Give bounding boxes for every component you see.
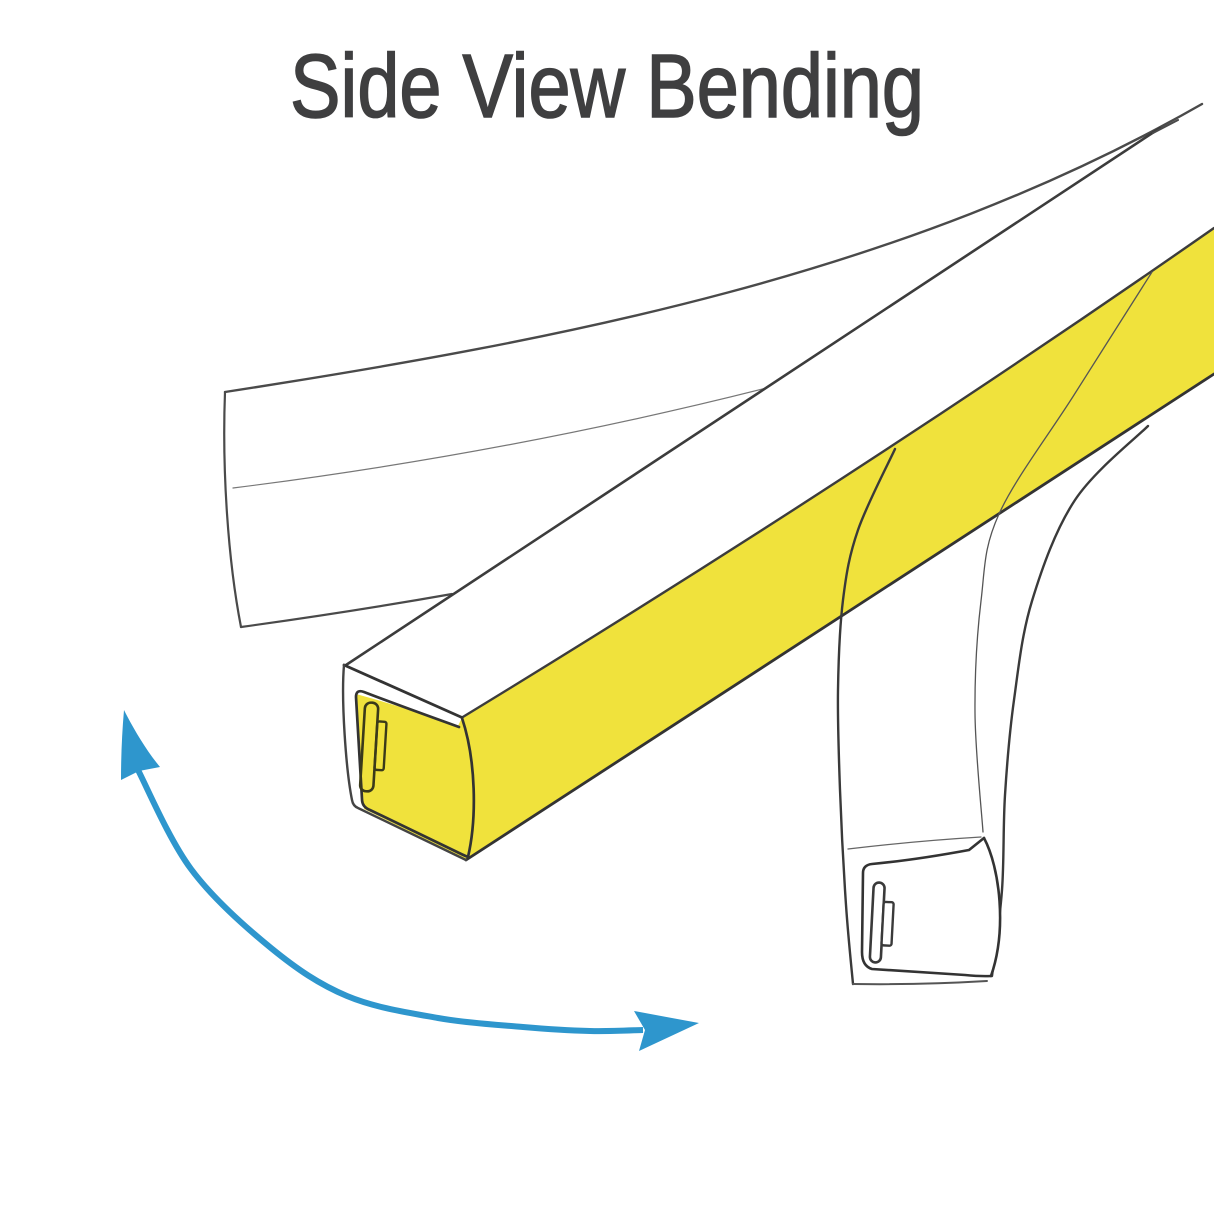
svg-text:Side View Bending: Side View Bending [290, 36, 924, 137]
